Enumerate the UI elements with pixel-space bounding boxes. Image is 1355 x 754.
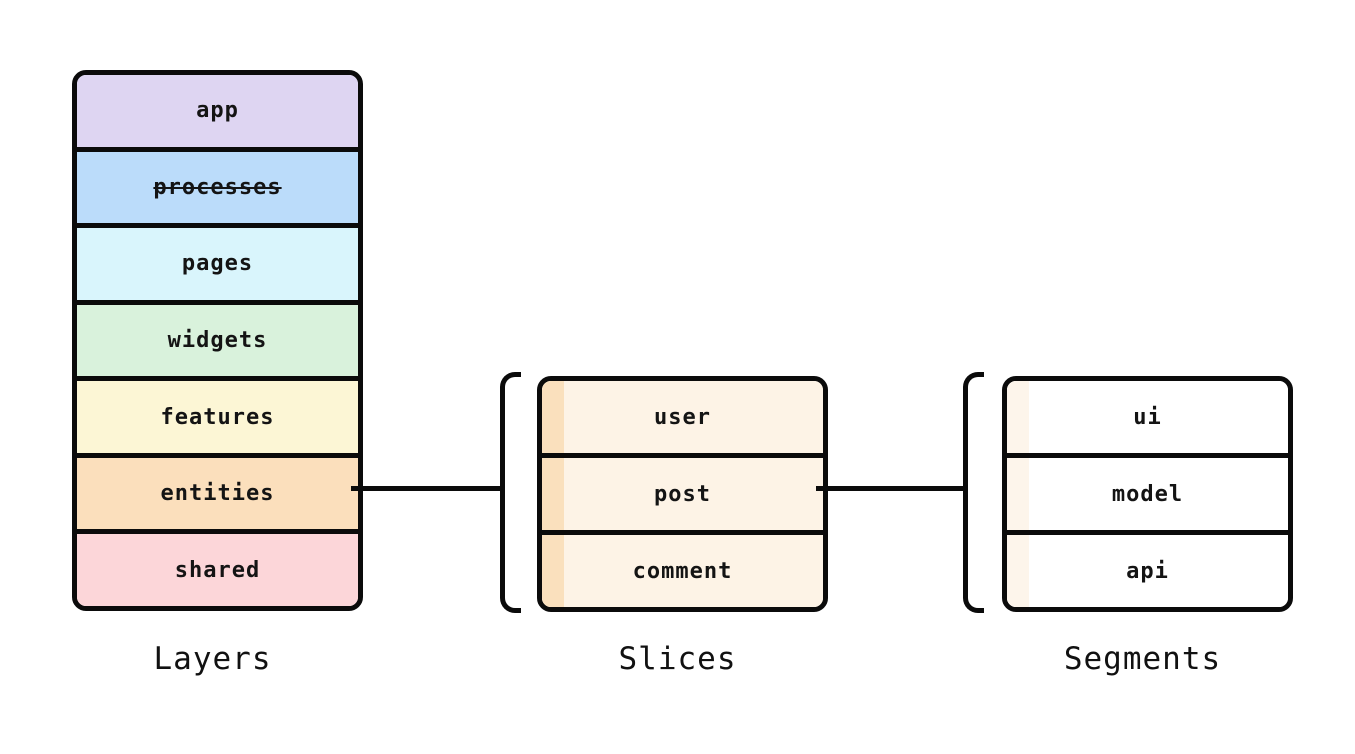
- layers-stack: app processes pages widgets features ent…: [72, 70, 363, 611]
- segments-bracket: [963, 372, 984, 613]
- slice-label-post: post: [654, 481, 711, 507]
- segment-label-model: model: [1111, 481, 1184, 507]
- segment-spine-stripe: [1007, 535, 1029, 607]
- layer-row-entities: entities: [77, 452, 358, 530]
- slices-caption: Slices: [618, 641, 737, 677]
- slice-row-post: post: [542, 453, 823, 530]
- segment-spine-stripe: [1007, 381, 1029, 453]
- slice-row-comment: comment: [542, 530, 823, 607]
- layer-row-shared: shared: [77, 529, 358, 606]
- layer-row-widgets: widgets: [77, 299, 358, 377]
- layer-row-features: features: [77, 376, 358, 453]
- segment-spine-stripe: [1007, 458, 1029, 530]
- segment-label-api: api: [1126, 558, 1169, 584]
- layer-row-processes: processes: [77, 146, 358, 224]
- layers-caption: Layers: [153, 641, 272, 677]
- layer-label-features: features: [160, 404, 275, 430]
- connector-entities-to-slices: [351, 486, 502, 491]
- slices-stack: user post comment: [537, 376, 828, 612]
- slice-label-user: user: [654, 404, 711, 430]
- slice-spine-stripe: [542, 458, 564, 530]
- slice-label-comment: comment: [632, 558, 733, 584]
- layer-label-shared: shared: [174, 557, 261, 583]
- layer-row-app: app: [77, 75, 358, 147]
- segment-row-ui: ui: [1007, 381, 1288, 453]
- segments-caption: Segments: [1063, 641, 1222, 677]
- slices-bracket: [500, 372, 521, 613]
- layer-label-app: app: [196, 98, 239, 124]
- layer-row-pages: pages: [77, 223, 358, 300]
- segment-row-model: model: [1007, 453, 1288, 530]
- segment-row-api: api: [1007, 530, 1288, 607]
- layer-label-widgets: widgets: [167, 328, 268, 354]
- segments-stack: ui model api: [1002, 376, 1293, 612]
- layer-label-processes: processes: [153, 174, 282, 200]
- layer-label-entities: entities: [160, 481, 275, 507]
- slice-spine-stripe: [542, 535, 564, 607]
- segment-label-ui: ui: [1133, 404, 1162, 430]
- layer-label-pages: pages: [181, 251, 254, 277]
- connector-post-to-segments: [816, 486, 965, 491]
- slice-spine-stripe: [542, 381, 564, 453]
- slice-row-user: user: [542, 381, 823, 453]
